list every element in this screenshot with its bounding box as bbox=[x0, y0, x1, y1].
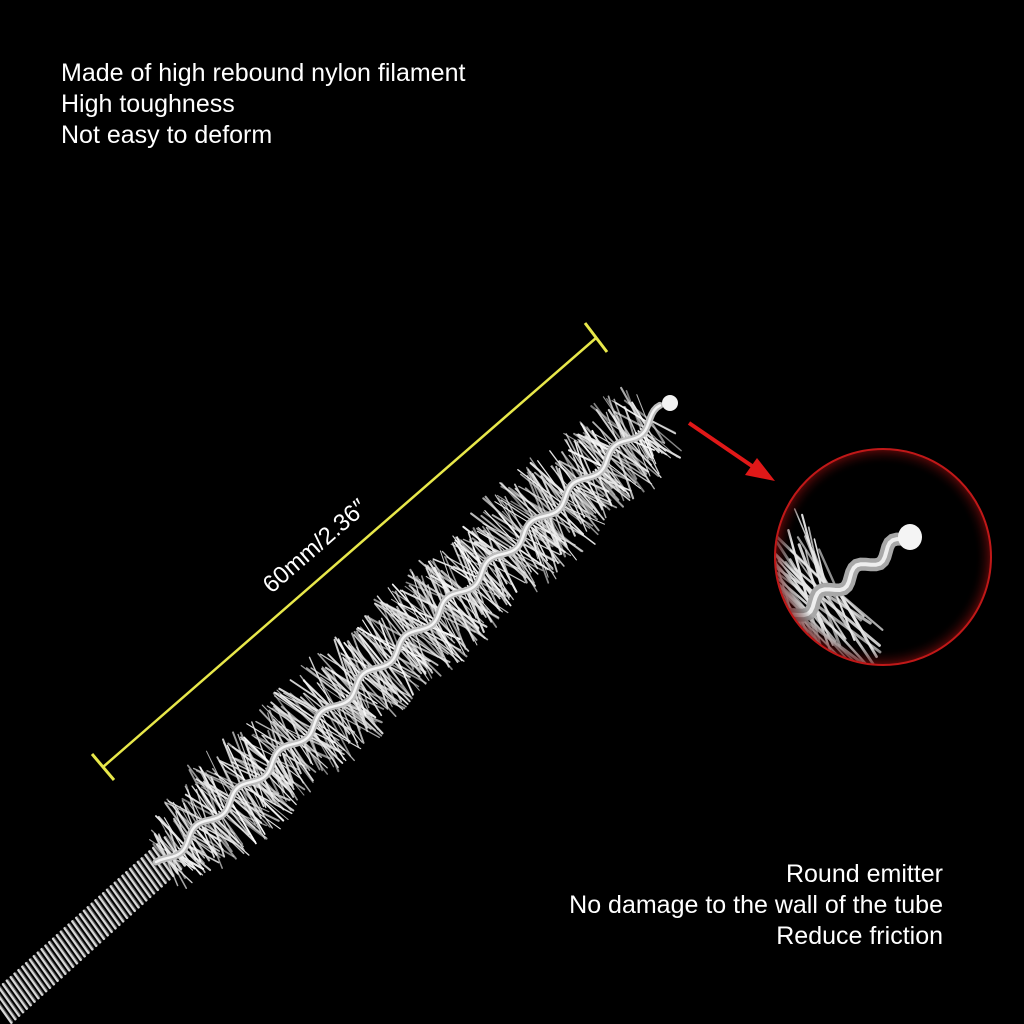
brush-head bbox=[149, 386, 682, 889]
feature-line: No damage to the wall of the tube bbox=[569, 891, 943, 919]
feature-line: High toughness bbox=[61, 90, 235, 118]
red-arrow-icon bbox=[687, 421, 775, 481]
zoom-detail bbox=[774, 448, 992, 666]
dimension-line bbox=[90, 322, 609, 781]
feature-line: Round emitter bbox=[785, 860, 943, 888]
feature-line: Not easy to deform bbox=[61, 121, 273, 149]
spring-handle bbox=[0, 835, 187, 1024]
feature-line: Made of high rebound nylon filament bbox=[61, 59, 466, 87]
features-top: Made of high rebound nylon filament High… bbox=[61, 58, 465, 151]
features-bottom: Round emitter No damage to the wall of t… bbox=[569, 859, 943, 952]
feature-line: Reduce friction bbox=[776, 922, 943, 950]
